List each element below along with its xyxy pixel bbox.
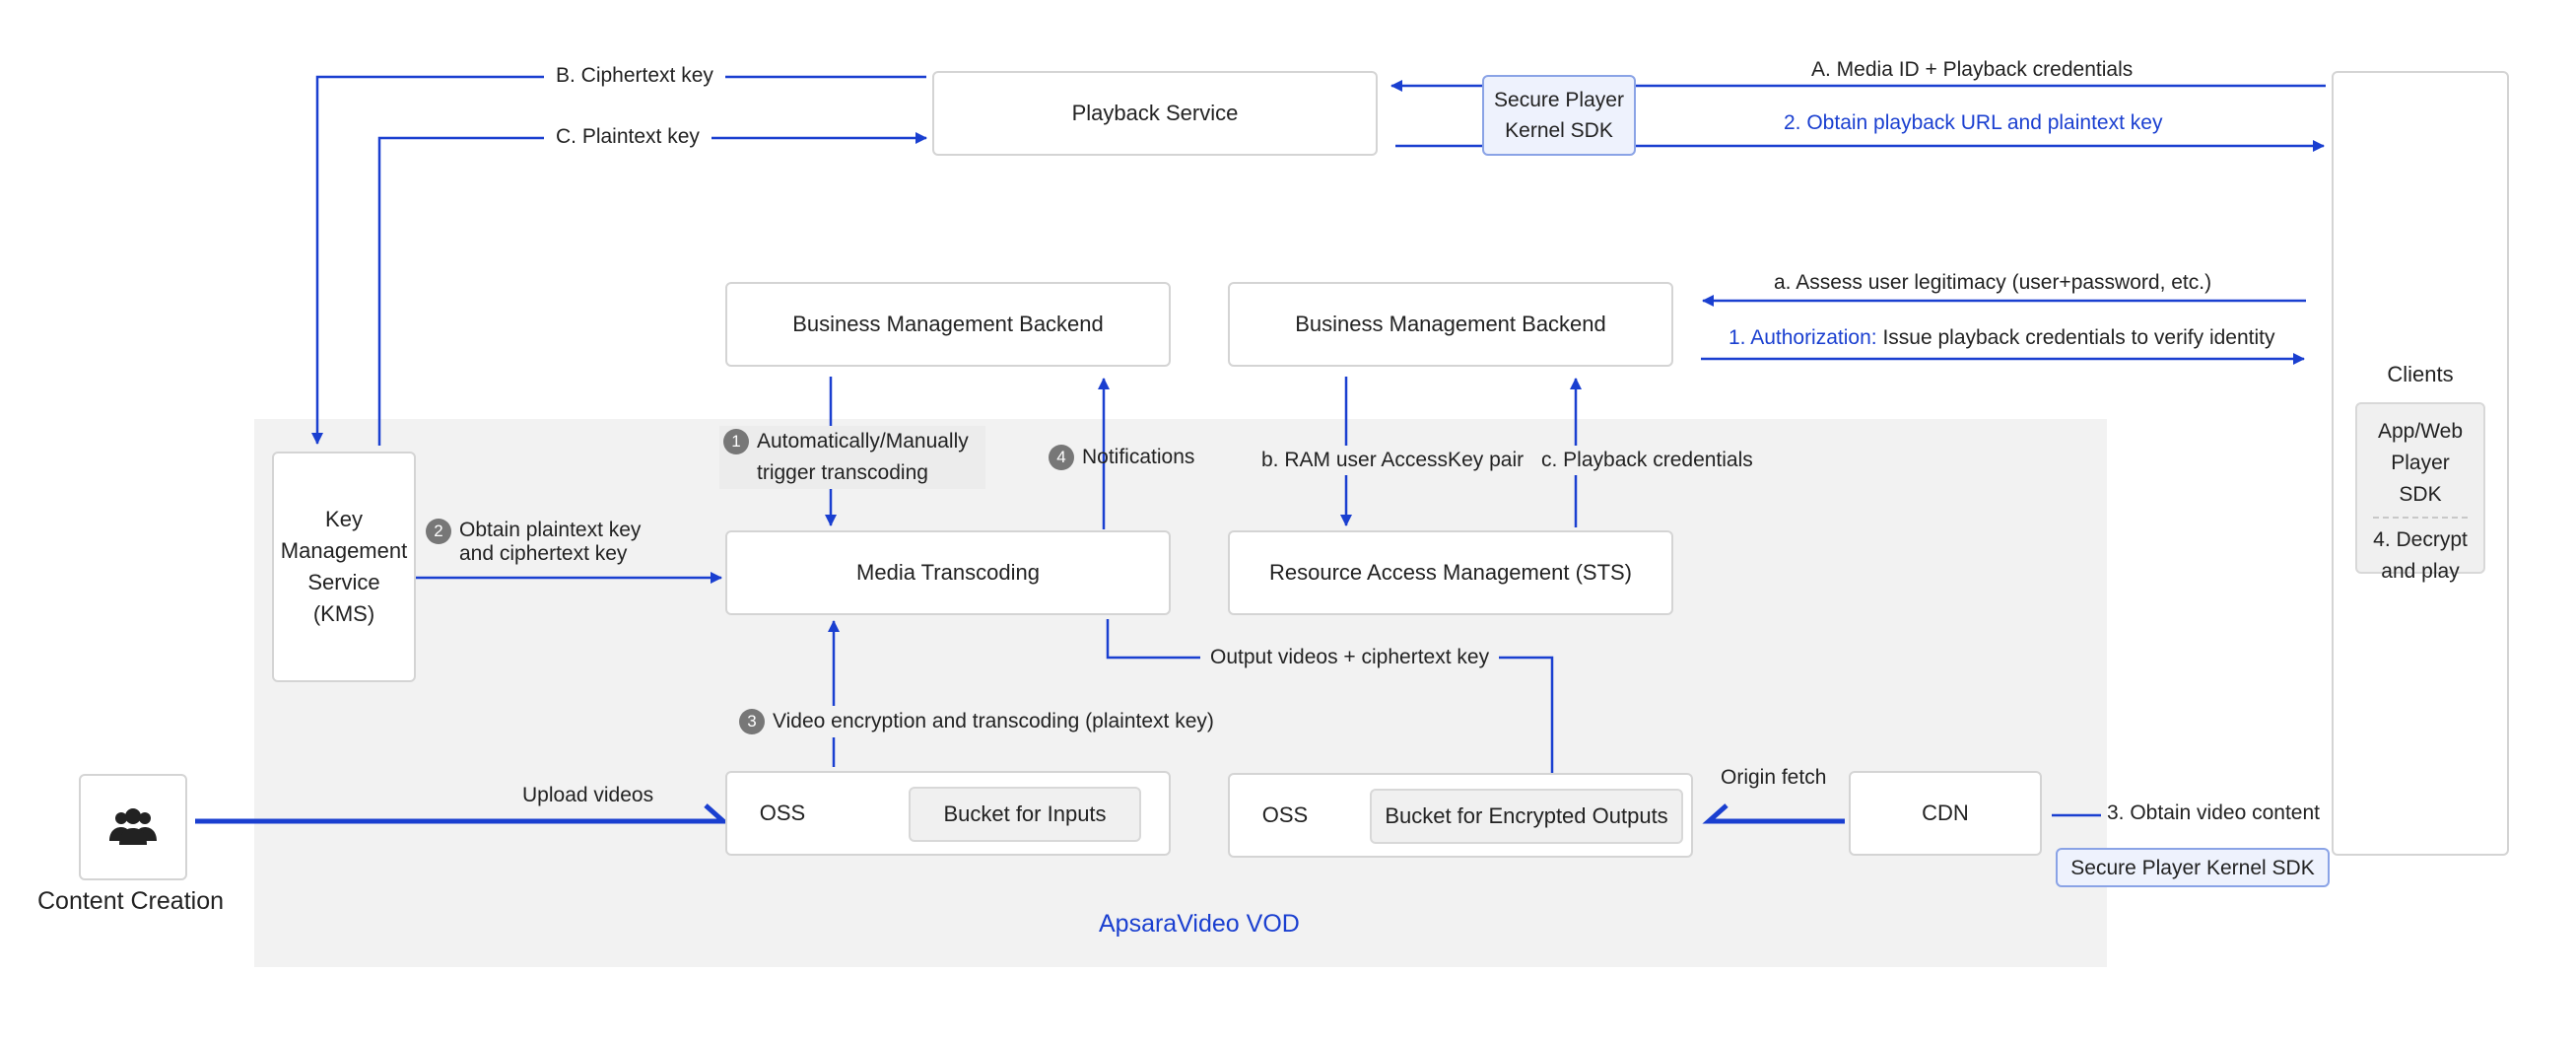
encryption-text: Video encryption and transcoding (plaint…: [773, 710, 1214, 732]
clients-title: Clients: [2387, 362, 2454, 386]
vod-region-label: ApsaraVideo VOD: [1099, 910, 1300, 938]
vod-region: [254, 419, 2107, 967]
bucket-output-box: Bucket for Encrypted Outputs: [1370, 789, 1683, 844]
ram-keypair-label: b. RAM user AccessKey pair: [1257, 446, 1528, 475]
assess-label: a. Assess user legitimacy (user+password…: [1774, 271, 2212, 294]
authorization-label: 1. Authorization: Issue playback credent…: [1729, 323, 2274, 353]
content-creation-box: [79, 774, 187, 880]
player-sdk-divider: [2373, 517, 2468, 519]
ram-sts-box: Resource Access Management (STS): [1228, 530, 1673, 615]
backend-right-box: Business Management Backend: [1228, 282, 1673, 367]
decrypt-label: 4. Decrypt and play: [2373, 528, 2468, 583]
upload-videos-label: Upload videos: [522, 784, 654, 806]
step-3-badge: 3: [739, 709, 765, 734]
oss-input-label: OSS: [759, 801, 806, 825]
encryption-label: 3 Video encryption and transcoding (plai…: [735, 706, 1218, 737]
authorization-rest: Issue playback credentials to verify ide…: [1882, 326, 2275, 349]
authorization-prefix: 1. Authorization:: [1729, 326, 1877, 349]
player-sdk-box: App/Web Player SDK 4. Decrypt and play: [2355, 402, 2485, 583]
content-creation-label: Content Creation: [37, 887, 225, 915]
sdk-bottom-badge: Secure Player Kernel SDK: [2056, 848, 2330, 887]
obtain-keys-text: Obtain plaintext key and ciphertext key: [459, 519, 642, 565]
obtain-content-label: 3. Obtain video content: [2107, 801, 2320, 824]
ciphertext-key-label: B. Ciphertext key: [544, 61, 725, 91]
media-transcoding-box: Media Transcoding: [725, 530, 1171, 615]
obtain-url-label: 2. Obtain playback URL and plaintext key: [1784, 111, 2163, 134]
sdk-top-badge: Secure Player Kernel SDK: [1482, 75, 1636, 156]
step-1-badge: 1: [723, 429, 749, 454]
step-4-badge: 4: [1049, 445, 1074, 470]
playback-service-box: Playback Service: [932, 71, 1378, 156]
notifications-label: 4 Notifications: [1049, 442, 1194, 473]
playback-credentials-label: c. Playback credentials: [1537, 446, 1757, 475]
obtain-keys-label: 2 Obtain plaintext key and ciphertext ke…: [426, 519, 662, 566]
users-icon: [109, 808, 157, 845]
trigger-label: 1 Automatically/Manually trigger transco…: [719, 426, 985, 489]
origin-fetch-label: Origin fetch: [1721, 766, 1827, 789]
plaintext-key-label: C. Plaintext key: [544, 122, 712, 152]
plaintext-key-connector: [377, 132, 927, 446]
kms-box: Key Management Service (KMS): [272, 452, 416, 682]
step-2-badge: 2: [426, 519, 451, 544]
cdn-box: CDN: [1849, 771, 2042, 856]
output-videos-label: Output videos + ciphertext key: [1200, 643, 1500, 672]
backend-left-box: Business Management Backend: [725, 282, 1171, 367]
trigger-text: Automatically/Manually trigger transcodi…: [757, 430, 969, 484]
notifications-text: Notifications: [1082, 446, 1195, 468]
player-sdk-label: App/Web Player SDK: [2378, 420, 2463, 506]
bucket-input-box: Bucket for Inputs: [909, 787, 1141, 842]
media-id-label: A. Media ID + Playback credentials: [1811, 58, 2134, 81]
oss-output-label: OSS: [1261, 802, 1309, 827]
